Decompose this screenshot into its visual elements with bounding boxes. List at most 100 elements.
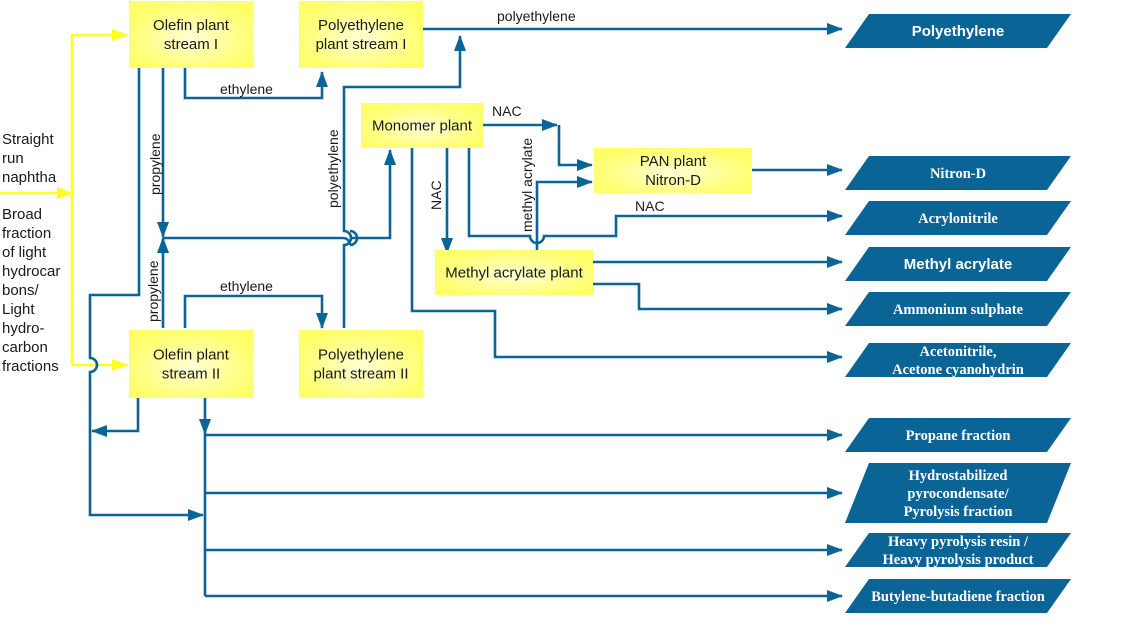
plant-label: Polyethylene — [318, 17, 404, 34]
plant-label: PAN plant — [640, 153, 707, 170]
input-label-naphtha: Straight — [2, 131, 55, 148]
product-shape — [845, 292, 1071, 326]
product-label: Hydrostabilized — [909, 468, 1008, 484]
label-ethylene-bottom: ethylene — [220, 278, 273, 294]
plant-box — [594, 148, 752, 193]
product-label: Nitron-D — [930, 166, 986, 182]
plant-pe-2: Polyethylene plant stream II — [299, 330, 423, 398]
product-ammonium-sulphate: Ammonium sulphate — [845, 292, 1071, 326]
product-butylene-butadiene: Butylene-butadiene fraction — [845, 579, 1071, 613]
plant-label: Nitron-D — [645, 172, 701, 189]
flow-lines — [88, 23, 843, 602]
input-label-light-hc: hydrocar — [2, 263, 60, 280]
product-polyethylene: Polyethylene — [845, 14, 1071, 48]
product-methyl-acrylate: Methyl acrylate — [845, 247, 1071, 281]
product-acetonitrile: Acetonitrile, Acetone cyanohydrin — [845, 343, 1071, 378]
product-label: Acetonitrile, — [920, 344, 997, 360]
flow-pe2-polyethylene — [342, 35, 466, 328]
plant-box — [129, 330, 253, 398]
product-hydrostabilized: Hydrostabilized pyrocondensate/Pyrolysis … — [845, 463, 1071, 523]
label-polyethylene-top: polyethylene — [497, 8, 576, 24]
product-propane-fraction: Propane fraction — [845, 418, 1071, 452]
product-shape — [845, 533, 1071, 567]
label-nac-vertical: NAC — [428, 180, 444, 210]
product-label: Polyethylene — [912, 23, 1005, 40]
plant-box — [129, 1, 253, 68]
plant-box — [299, 1, 423, 68]
plant-monomer: Monomer plant — [361, 103, 483, 148]
product-label: Acrylonitrile — [918, 211, 998, 227]
label-ethylene-top: ethylene — [220, 81, 273, 97]
product-shape — [845, 418, 1071, 452]
flow-olefin2-ethylene-pe2 — [183, 294, 328, 329]
label-nac-lower: NAC — [635, 198, 665, 214]
feed-lines — [0, 29, 128, 371]
plant-box — [299, 330, 423, 398]
input-label-naphtha: naphtha — [2, 169, 57, 186]
plant-label: plant stream I — [316, 36, 407, 53]
plant-label: stream II — [162, 366, 220, 383]
feed-line-to-olefin-1 — [70, 29, 128, 365]
plant-label: Methyl acrylate plant — [445, 265, 583, 282]
flow-olefin1-ethylene-pe1 — [183, 68, 328, 100]
product-label: Butylene-butadiene fraction — [871, 589, 1045, 605]
input-label-light-hc: fractions — [2, 358, 59, 375]
product-nitron-d: Nitron-D — [845, 156, 1071, 190]
input-label-light-hc: hydro- — [2, 320, 45, 337]
plant-label: Polyethylene — [318, 347, 404, 364]
label-propylene-top: propylene — [147, 133, 163, 195]
flow-monomer-acetonitrile — [410, 148, 843, 363]
flow-olefin1-bypass — [88, 68, 204, 521]
plant-label: stream I — [164, 36, 218, 53]
flow-labels: ethylene ethylene polyethylene NAC NAC p… — [145, 8, 665, 322]
plant-box — [435, 250, 593, 295]
flow-ma-ammonium — [593, 282, 843, 315]
plant-boxes: Olefin plant stream I Polyethylene plant st… — [129, 1, 752, 398]
product-acrylonitrile: Acrylonitrile — [845, 201, 1071, 235]
product-label: Pyrolysis fraction — [904, 504, 1013, 520]
product-label: Heavy pyrolysis resin / — [888, 534, 1029, 550]
plant-olefin-1: Olefin plant stream I — [129, 1, 253, 68]
flow-olefin2-left — [91, 398, 140, 437]
plant-pe-1: Polyethylene plant stream I — [299, 1, 423, 68]
product-label: Acetone cyanohydrin — [892, 362, 1024, 378]
plant-olefin-2: Olefin plant stream II — [129, 330, 253, 398]
product-shape — [845, 247, 1071, 281]
plant-box — [361, 103, 483, 148]
product-shape — [845, 14, 1071, 48]
input-label-light-hc: carbon — [2, 339, 48, 356]
label-polyethylene-vertical: polyethylene — [325, 129, 341, 208]
input-label-light-hc: fraction — [2, 225, 51, 242]
product-label: Propane fraction — [906, 428, 1011, 444]
flow-ma-to-pan — [535, 176, 593, 250]
product-shape — [845, 201, 1071, 235]
flow-propylene-to-monomer — [163, 150, 390, 247]
plant-methyl-acrylate: Methyl acrylate plant — [435, 250, 593, 295]
product-label: Methyl acrylate — [904, 256, 1012, 273]
product-label: Heavy pyrolysis product — [883, 552, 1034, 568]
input-label-light-hc: of light — [2, 244, 47, 261]
plant-label: plant stream II — [313, 366, 408, 383]
input-label-light-hc: bons/ — [2, 282, 40, 299]
input-label-light-hc: Light — [2, 301, 35, 318]
product-shape — [845, 579, 1071, 613]
plant-label: Olefin plant — [153, 347, 230, 364]
label-propylene-bottom: propylene — [145, 260, 161, 322]
input-label-light-hc: Broad — [2, 206, 42, 223]
plant-label: Monomer plant — [372, 118, 473, 135]
label-methyl-acrylate-vertical: methyl acrylate — [519, 138, 535, 232]
product-label: Ammonium sulphate — [893, 302, 1024, 318]
label-nac-top: NAC — [492, 103, 522, 119]
input-label-naphtha: run — [2, 150, 24, 167]
product-shape — [845, 463, 1071, 523]
product-heavy-pyrolysis: Heavy pyrolysis resin / Heavy pyrolysis p… — [845, 533, 1071, 568]
product-shape — [845, 156, 1071, 190]
product-shape — [845, 343, 1071, 377]
flow-nac-to-pan — [557, 125, 593, 171]
product-label: pyrocondensate/ — [907, 486, 1009, 502]
plant-label: Olefin plant — [153, 17, 230, 34]
